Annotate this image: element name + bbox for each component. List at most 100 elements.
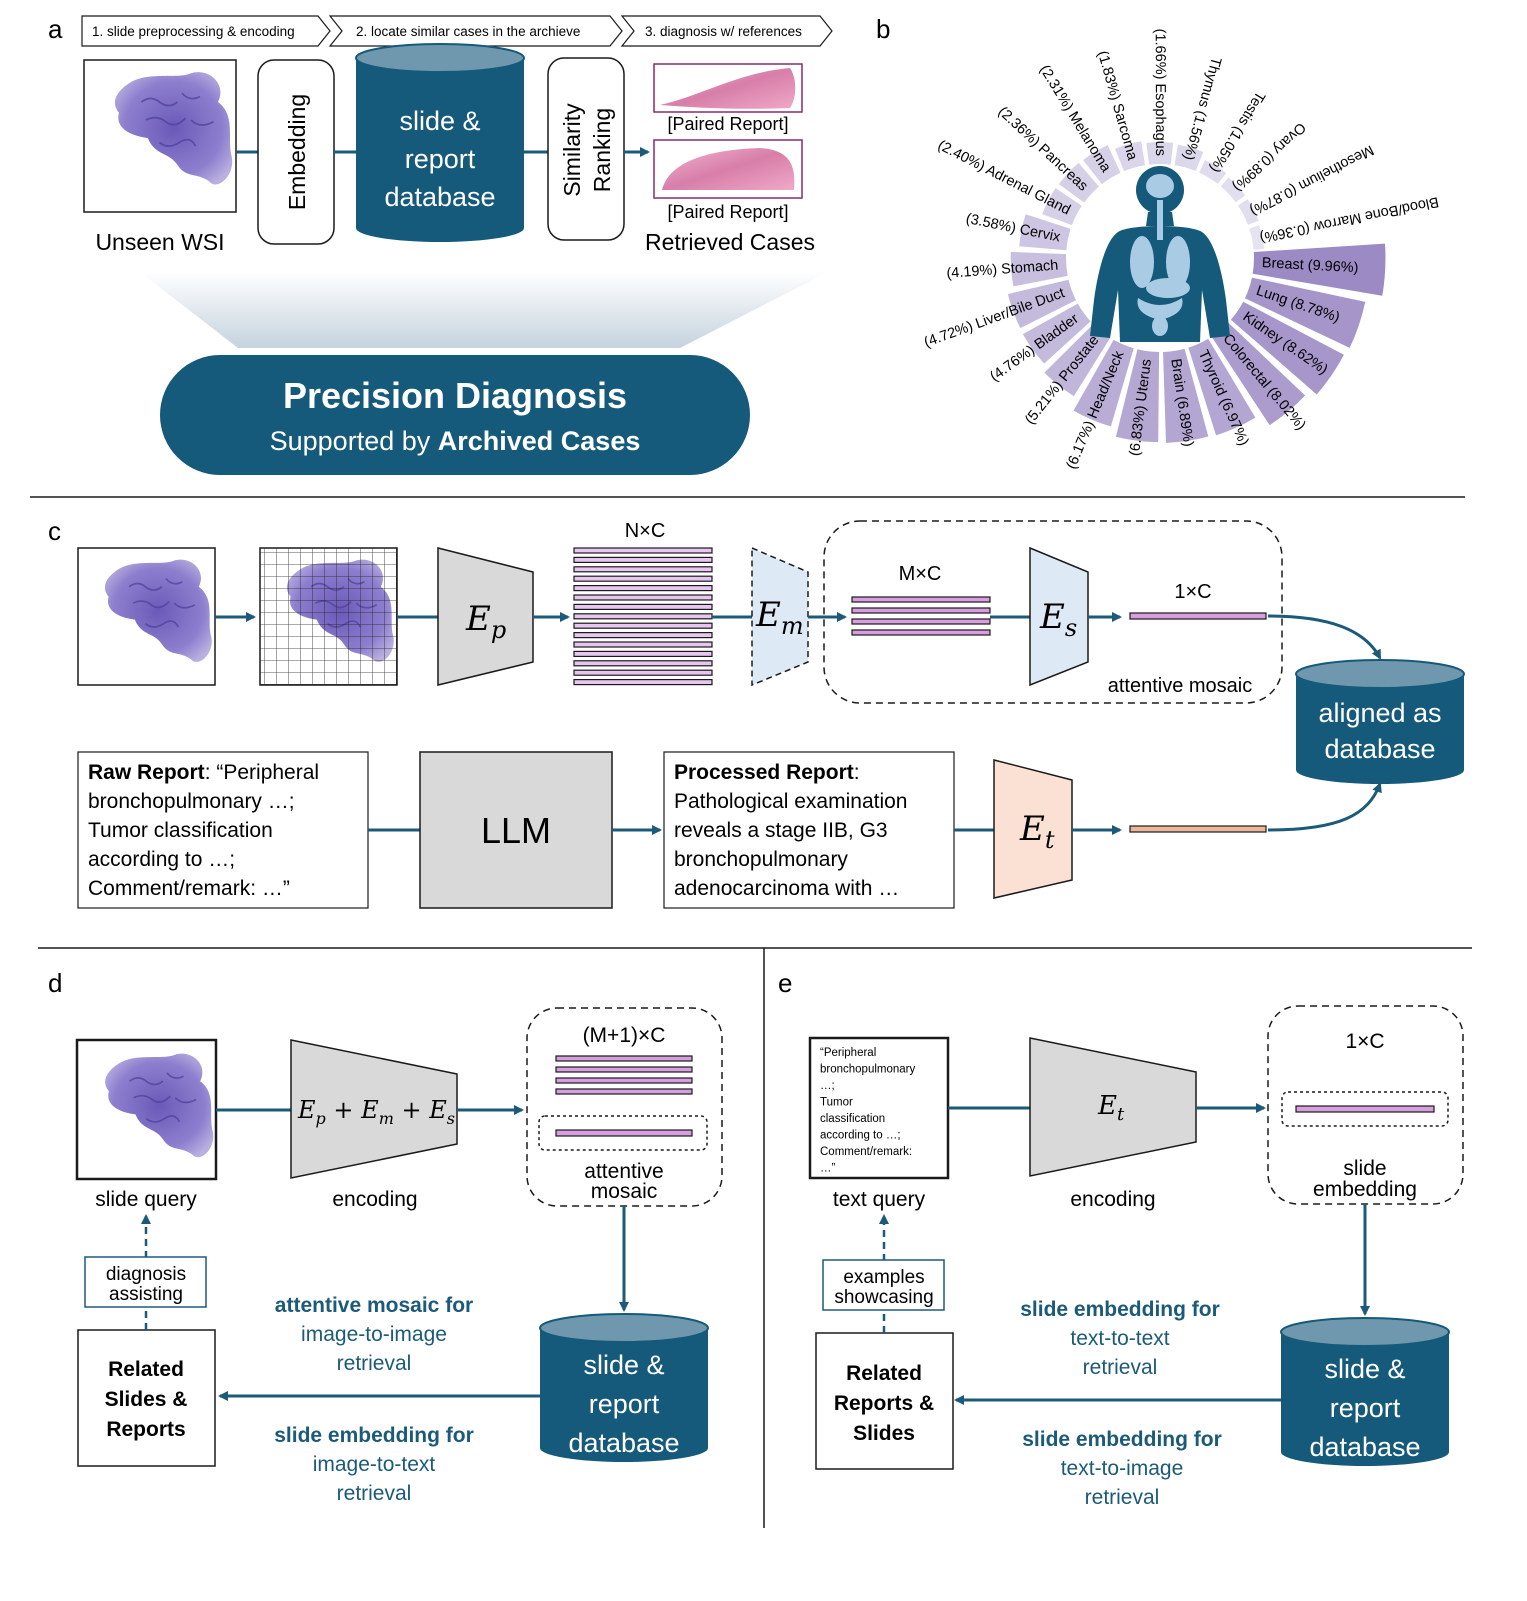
- radial-bar: [1249, 225, 1265, 250]
- examples-line1: examples: [843, 1267, 924, 1288]
- radial-label: Breast (9.96%): [1261, 255, 1358, 276]
- banner-title: Precision Diagnosis: [283, 375, 627, 416]
- text-query-box: [808, 1036, 950, 1180]
- em-symbol: Em: [755, 595, 804, 640]
- raw-report-line5: Comment/remark: …”: [88, 877, 290, 900]
- radial-bar: [1019, 214, 1071, 251]
- embedding-label: Embedding: [284, 94, 310, 210]
- text-query-line: Comment/remark:: [820, 1146, 912, 1158]
- step-2-label: 2. locate similar cases in the archieve: [356, 24, 580, 39]
- step-1-label: 1. slide preprocessing & encoding: [92, 24, 295, 39]
- nxc-feature-row: [573, 669, 713, 676]
- diagnosis-assisting-box: [84, 1256, 207, 1308]
- db-e-line1: slide &: [1324, 1354, 1405, 1384]
- mplus-feature-row: [555, 1077, 693, 1084]
- aligned-line1: aligned as: [1318, 698, 1441, 728]
- d-top-line1: image-to-image: [301, 1323, 447, 1346]
- encoder-et-c: [993, 759, 1073, 899]
- unseen-wsi-thumbnail: [83, 59, 237, 213]
- mxc-feature-row: [851, 629, 991, 636]
- radial-bar: [1244, 277, 1366, 348]
- arrow-text-to-aligned-db: [1267, 782, 1382, 832]
- panel-label-e: e: [778, 968, 792, 998]
- ranking-box: [547, 57, 625, 241]
- step-chevrons: 1. slide preprocessing & encoding 2. loc…: [81, 15, 833, 47]
- text-embedding-bar-c: [1129, 825, 1267, 833]
- mxc-feature-stack: [851, 596, 991, 636]
- nxc-feature-row: [573, 584, 713, 592]
- nxc-feature-row: [573, 641, 713, 648]
- panel-label-c: c: [48, 516, 61, 546]
- nxc-feature-row: [573, 594, 713, 601]
- attentive-label-2: mosaic: [591, 1180, 658, 1203]
- e-top-line2: retrieval: [1083, 1356, 1158, 1379]
- processed-report-box: [663, 751, 955, 909]
- retrieved-slide-1: [653, 63, 803, 113]
- panel-label-b: b: [876, 14, 890, 44]
- radial-label: Thymus (1.56%): [1180, 55, 1224, 162]
- d-top-line2: retrieval: [337, 1352, 412, 1375]
- db-d-line2: report: [589, 1389, 660, 1419]
- radial-label: (1.66%) Esophagus: [1152, 29, 1168, 156]
- raw-report-line2: bronchopulmonary …;: [88, 790, 295, 813]
- radial-bar: [1146, 142, 1174, 165]
- radial-bar: [1058, 162, 1099, 203]
- ranking-line1: Similarity: [559, 103, 585, 197]
- llm-label: LLM: [481, 810, 551, 851]
- d-bot-bold: slide embedding for: [274, 1424, 474, 1447]
- slide-emb-line1: slide: [1343, 1157, 1386, 1180]
- database-cylinder-e: [1280, 1317, 1450, 1466]
- related-e-line3: Slides: [853, 1422, 915, 1445]
- text-query-line: bronchopulmonary: [820, 1064, 916, 1076]
- db-a-line2: report: [405, 144, 476, 174]
- nxc-feature-row: [573, 556, 713, 564]
- db-a-line1: slide &: [399, 106, 480, 136]
- nxc-feature-stack: [573, 547, 713, 686]
- text-query-line: classification: [820, 1113, 885, 1125]
- llm-box: [419, 751, 613, 909]
- slide-embedding-bar-d: [555, 1129, 693, 1137]
- slide-embedding-slot-d: [538, 1115, 708, 1151]
- radial-bar: [1211, 322, 1306, 426]
- radial-bar: [1220, 177, 1246, 203]
- diag-line2: assisting: [109, 1284, 183, 1305]
- banner-subtitle: Supported by Archived Cases: [270, 426, 641, 456]
- radial-bar: [1073, 339, 1134, 427]
- text-query-line: according to …;: [820, 1130, 901, 1142]
- mplus-feature-stack: [555, 1055, 693, 1095]
- slide-emb-line2: embedding: [1313, 1178, 1417, 1201]
- nxc-feature-row: [573, 603, 713, 611]
- db-e-line3: database: [1309, 1432, 1420, 1462]
- raw-report-line4: according to …;: [88, 848, 235, 871]
- mplus-feature-row: [555, 1055, 693, 1062]
- nxc-feature-row: [573, 650, 713, 658]
- text-query-line: …”: [820, 1163, 836, 1175]
- processed-line3: reveals a stage IIB, G3: [674, 819, 888, 842]
- panel-label-d: d: [48, 968, 62, 998]
- encoder-combined: [290, 1039, 458, 1179]
- processed-line4: bronchopulmonary: [674, 848, 848, 871]
- text-query-line: Tumor: [820, 1097, 853, 1109]
- e-top-bold: slide embedding for: [1020, 1298, 1220, 1321]
- text-query-content: “Peripheralbronchopulmonary…;Tumorclassi…: [820, 1047, 916, 1175]
- mxc-label: M×C: [899, 563, 942, 585]
- nxc-feature-row: [573, 622, 713, 629]
- ep-symbol: Ep: [465, 599, 506, 644]
- radial-bar: [1114, 141, 1146, 172]
- paired-report-1: [Paired Report]: [667, 114, 788, 134]
- d-encoding-label: encoding: [332, 1188, 417, 1211]
- nxc-feature-row: [573, 678, 713, 686]
- related-reports-box: [815, 1332, 954, 1470]
- slide-embedding-slot-e: [1281, 1091, 1449, 1127]
- radial-bar: [1237, 199, 1259, 225]
- encoder-et-e: [1029, 1037, 1197, 1177]
- panel-label-a: a: [48, 14, 63, 44]
- database-cylinder-a: [355, 43, 525, 242]
- mxc-feature-row: [851, 596, 991, 603]
- attentive-label-1: attentive: [584, 1160, 663, 1183]
- nxc-feature-row: [573, 575, 713, 582]
- c-wsi-thumbnail: [77, 547, 216, 686]
- related-d-line1: Related: [108, 1358, 184, 1381]
- aligned-database-cylinder: [1295, 659, 1465, 784]
